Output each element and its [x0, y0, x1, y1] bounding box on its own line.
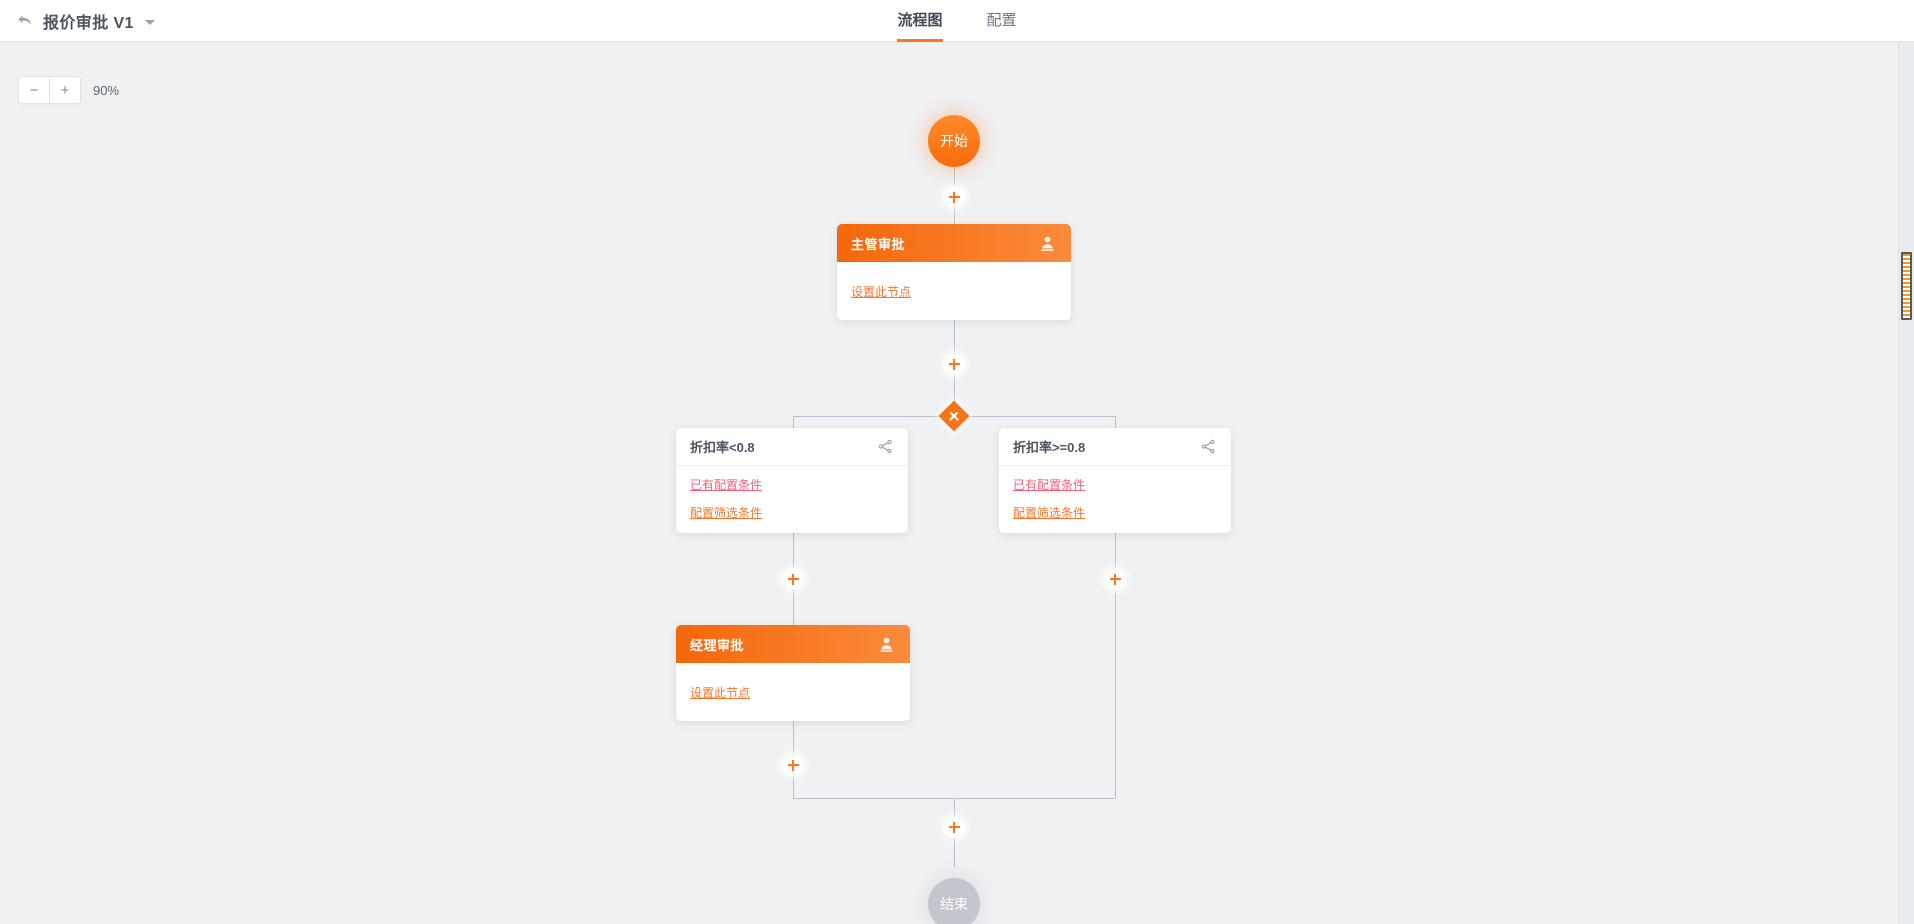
node-end[interactable]: 结束	[928, 878, 980, 924]
connector-branch-left-vertical	[793, 416, 794, 798]
approval-node-title: 主管审批	[851, 236, 906, 252]
tab-config[interactable]: 配置	[986, 12, 1017, 29]
set-node-link[interactable]: 设置此节点	[851, 284, 912, 299]
vertical-scrollbar[interactable]	[1898, 42, 1914, 924]
approval-node-title: 经理审批	[690, 637, 745, 653]
person-icon	[877, 635, 896, 654]
configure-filter-link[interactable]: 配置筛选条件	[690, 506, 763, 520]
set-node-link[interactable]: 设置此节点	[690, 685, 751, 700]
condition-status-link[interactable]: 已有配置条件	[1013, 478, 1086, 492]
zoom-in-button[interactable]: +	[49, 77, 80, 103]
person-icon	[1038, 234, 1057, 253]
add-node-after-supervisor[interactable]	[944, 354, 964, 374]
configure-filter-link[interactable]: 配置筛选条件	[1013, 506, 1086, 520]
zoom-out-button[interactable]: −	[19, 77, 49, 103]
zoom-level-label: 90%	[93, 82, 120, 98]
header-tabs: 流程图 配置	[0, 0, 1914, 42]
condition-node-body: 已有配置条件 配置筛选条件	[999, 466, 1231, 533]
condition-node-title: 折扣率>=0.8	[1013, 440, 1086, 455]
zoom-controls: − + 90%	[18, 76, 119, 104]
add-branch-diamond[interactable]	[938, 400, 970, 432]
approval-node-body: 设置此节点	[676, 663, 910, 721]
share-icon[interactable]	[1200, 438, 1217, 455]
approval-node-header: 经理审批	[676, 625, 910, 663]
add-node-before-end[interactable]	[944, 817, 964, 837]
condition-node-header: 折扣率<0.8	[676, 428, 908, 466]
node-start-label: 开始	[940, 133, 968, 149]
chevron-down-icon[interactable]	[144, 20, 155, 25]
back-arrow-icon[interactable]	[16, 12, 34, 30]
add-node-branch-right[interactable]	[1105, 569, 1125, 589]
add-node-after-manager[interactable]	[783, 755, 803, 775]
share-icon[interactable]	[877, 438, 894, 455]
tab-flowchart[interactable]: 流程图	[897, 0, 943, 42]
approval-node-header: 主管审批	[837, 224, 1071, 262]
condition-node-body: 已有配置条件 配置筛选条件	[676, 466, 908, 533]
scrollbar-thumb[interactable]	[1901, 252, 1912, 320]
zoom-button-group: − +	[18, 76, 81, 104]
condition-status-link[interactable]: 已有配置条件	[690, 478, 763, 492]
approval-node-body: 设置此节点	[837, 262, 1071, 320]
node-condition-discount-lt[interactable]: 折扣率<0.8 已有配置条件 配置筛选条件	[676, 428, 908, 533]
add-node-branch-left[interactable]	[783, 569, 803, 589]
node-end-label: 结束	[940, 896, 968, 912]
condition-node-title: 折扣率<0.8	[690, 440, 755, 455]
condition-node-header: 折扣率>=0.8	[999, 428, 1231, 466]
add-node-after-start[interactable]	[944, 187, 964, 207]
node-approval-supervisor[interactable]: 主管审批 设置此节点	[837, 224, 1071, 320]
header-left-group: 报价审批 V1	[16, 0, 155, 42]
top-header-bar: 报价审批 V1 流程图 配置	[0, 0, 1914, 42]
page-title: 报价审批 V1	[43, 15, 134, 32]
node-start[interactable]: 开始	[928, 115, 980, 167]
connector-branch-right-vertical	[1115, 416, 1116, 798]
node-condition-discount-gte[interactable]: 折扣率>=0.8 已有配置条件 配置筛选条件	[999, 428, 1231, 533]
node-approval-manager[interactable]: 经理审批 设置此节点	[676, 625, 910, 721]
flow-canvas[interactable]: − + 90% 开始 主管审批 设置此	[0, 42, 1914, 924]
